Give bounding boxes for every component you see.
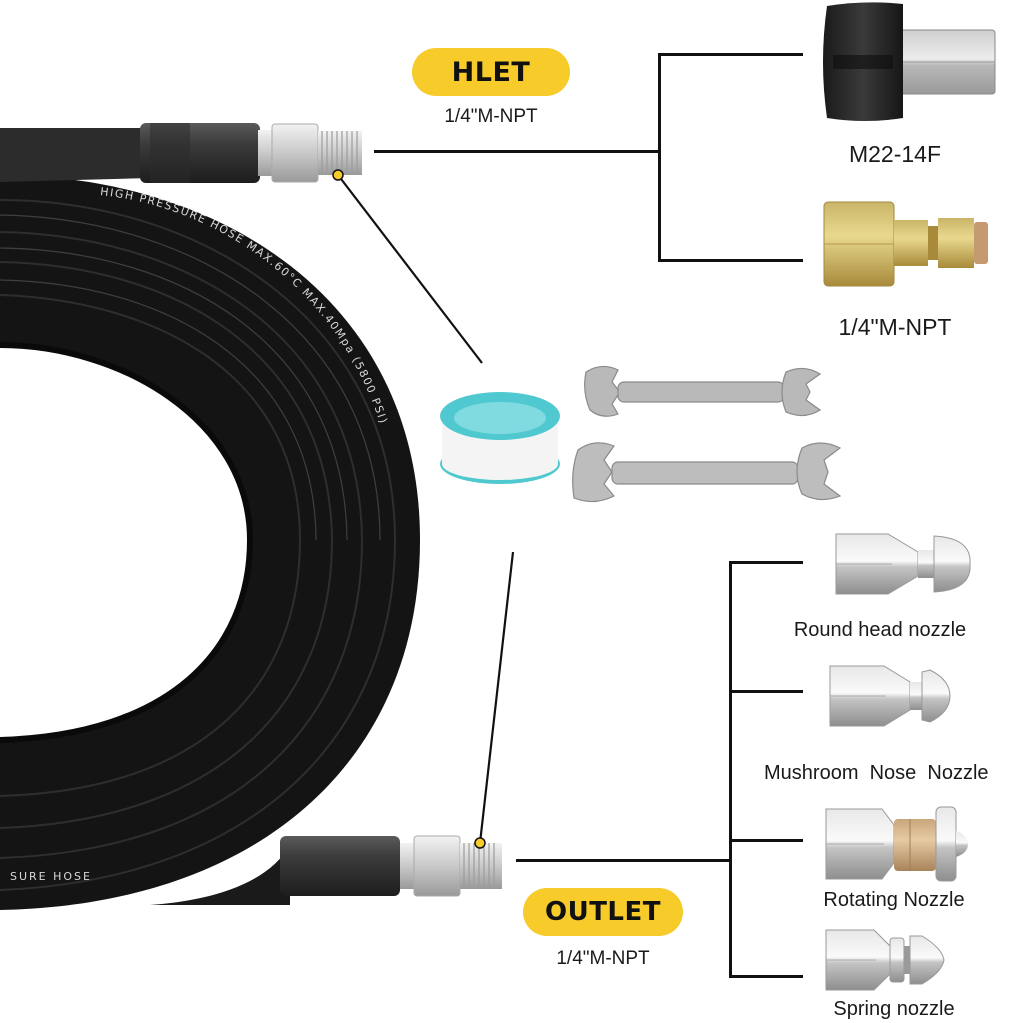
- thread-seal-tape-icon: [440, 392, 560, 484]
- adapter-label-npt: 1/4"M-NPT: [838, 314, 952, 340]
- nozzle-label-round-head: Round head nozzle: [793, 619, 967, 641]
- nozzle-label-spring: Spring nozzle: [833, 998, 955, 1020]
- outlet-bracket-branch-2: [729, 690, 803, 693]
- outlet-pointer-dot: [474, 837, 486, 849]
- rotating-nozzle-icon: [825, 806, 968, 882]
- hose-print-text-bottom: SURE HOSE: [10, 870, 92, 883]
- mushroom-nose-nozzle-icon: [829, 665, 951, 727]
- inlet-bracket-branch-1: [658, 53, 803, 56]
- outlet-spec: 1/4"M-NPT: [556, 948, 650, 969]
- outlet-badge: OUTLET: [523, 888, 683, 936]
- outlet-bracket-branch-3: [729, 839, 803, 842]
- inlet-pointer-dot: [332, 169, 344, 181]
- inlet-badge-text: HLET: [451, 56, 531, 88]
- wrench-icon: [572, 442, 842, 503]
- outlet-badge-text: OUTLET: [544, 897, 661, 927]
- round-head-nozzle-icon: [835, 533, 971, 595]
- inlet-badge: HLET: [412, 48, 570, 96]
- outlet-bracket-branch-4: [729, 975, 803, 978]
- wrench-icon: [584, 365, 822, 417]
- outlet-bracket-branch-1: [729, 561, 803, 564]
- outlet-connector-line: [516, 859, 731, 862]
- inlet-spec: 1/4"M-NPT: [444, 106, 538, 127]
- nozzle-label-mushroom-nose: Mushroom Nose Nozzle: [764, 762, 989, 784]
- inlet-connector-line: [374, 150, 660, 153]
- brass-quick-connect-icon: [823, 201, 988, 287]
- outlet-pointer-line: [478, 551, 515, 844]
- inlet-bracket-vertical: [658, 53, 661, 262]
- inlet-pointer-line: [337, 174, 483, 364]
- m22-coupler-icon: [823, 2, 996, 121]
- adapter-label-m22: M22-14F: [848, 141, 942, 167]
- spring-nozzle-icon: [825, 929, 945, 991]
- nozzle-label-rotating: Rotating Nozzle: [823, 889, 965, 911]
- inlet-bracket-branch-2: [658, 259, 803, 262]
- outlet-bracket-vertical: [729, 561, 732, 978]
